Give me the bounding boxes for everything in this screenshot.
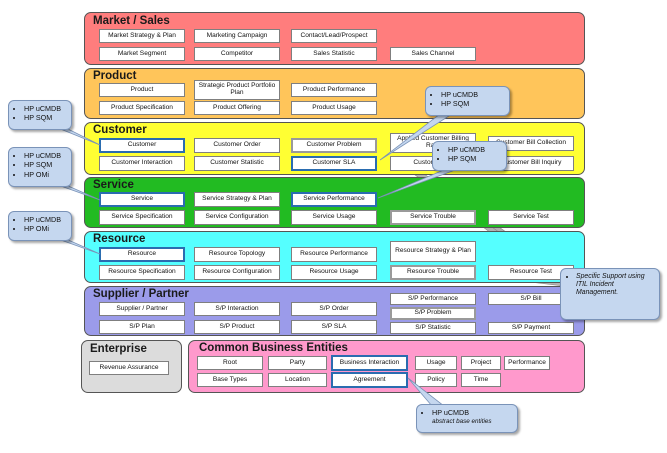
entity-box[interactable]: Product Usage <box>291 101 377 115</box>
entity-box[interactable]: S/P SLA <box>291 320 377 334</box>
callout-item: HP OMi <box>24 170 66 179</box>
domain-supplier-partner: Supplier / Partner Supplier / Partner S/… <box>84 286 585 336</box>
callout-service-tools: HP uCMDB HP SQM HP OMi <box>8 147 72 187</box>
domain-product: Product Product Strategic Product Portfo… <box>84 68 585 119</box>
callout-item: HP uCMDB <box>24 104 66 113</box>
entity-box[interactable]: Product Offering <box>194 101 280 115</box>
entity-box[interactable]: S/P Interaction <box>194 302 280 316</box>
callout-item: HP uCMDB abstract base entities <box>432 408 512 426</box>
entity-box-highlighted[interactable]: Service Performance <box>291 192 377 207</box>
entity-box[interactable]: S/P Statistic <box>390 322 476 334</box>
callout-specific-support: Specific Support using ITIL Incident Man… <box>560 268 660 320</box>
entity-box[interactable]: Usage <box>415 356 457 370</box>
entity-box[interactable]: Revenue Assurance <box>89 361 169 375</box>
entity-box-highlighted[interactable]: Customer SLA <box>291 156 377 171</box>
domain-enterprise: Enterprise Revenue Assurance <box>81 340 182 393</box>
entity-box-incident[interactable]: Service Trouble <box>390 210 476 225</box>
domain-resource: Resource Resource Resource Topology Reso… <box>84 231 585 283</box>
entity-box[interactable]: Service Specification <box>99 210 185 225</box>
entity-box-incident[interactable]: Customer Problem <box>291 138 377 153</box>
entity-box-highlighted[interactable]: Customer <box>99 138 185 153</box>
entity-box[interactable]: Competitor <box>194 47 280 61</box>
entity-box[interactable]: Product Performance <box>291 83 377 97</box>
entity-box[interactable]: Resource Topology <box>194 247 280 262</box>
callout-item: Specific Support using ITIL Incident Man… <box>576 273 654 297</box>
entity-box[interactable]: Location <box>268 373 327 387</box>
entity-box[interactable]: Customer Bill Inquiry <box>488 156 574 171</box>
callout-item: HP uCMDB <box>24 151 66 160</box>
entity-box[interactable]: Base Types <box>197 373 263 387</box>
callout-cbe-tools: HP uCMDB abstract base entities <box>416 404 518 433</box>
entity-box[interactable]: Sales Channel <box>390 47 476 61</box>
entity-box[interactable]: S/P Payment <box>488 322 574 334</box>
entity-box[interactable]: Project <box>461 356 501 370</box>
callout-item-subtitle: abstract base entities <box>432 418 492 426</box>
entity-box[interactable]: Product <box>99 83 185 97</box>
entity-box[interactable]: Resource Configuration <box>194 265 280 280</box>
entity-box[interactable]: Resource Strategy & Plan <box>390 241 476 262</box>
entity-box[interactable]: Resource Specification <box>99 265 185 280</box>
callout-item: HP OMi <box>24 224 66 233</box>
callout-item: HP uCMDB <box>24 215 66 224</box>
entity-box[interactable]: Root <box>197 356 263 370</box>
entity-box-highlighted[interactable]: Resource <box>99 247 185 262</box>
domain-title: Enterprise <box>90 343 147 355</box>
entity-box[interactable]: Service Usage <box>291 210 377 225</box>
entity-box[interactable]: Customer Order <box>194 138 280 153</box>
entity-box[interactable]: Time <box>461 373 501 387</box>
entity-box-incident[interactable]: Resource Trouble <box>390 265 476 280</box>
entity-box-highlighted[interactable]: Agreement <box>331 372 408 388</box>
entity-box[interactable]: Resource Performance <box>291 247 377 262</box>
entity-box[interactable]: Customer Statistic <box>194 156 280 171</box>
entity-box-incident[interactable]: S/P Problem <box>390 307 476 320</box>
callout-item: HP SQM <box>448 154 501 163</box>
domain-title: Service <box>93 179 134 191</box>
callout-customer-tools: HP uCMDB HP SQM <box>8 100 72 130</box>
callout-item: HP SQM <box>24 113 66 122</box>
entity-box[interactable]: S/P Plan <box>99 320 185 334</box>
entity-box[interactable]: Market Segment <box>99 47 185 61</box>
entity-box[interactable]: Contact/Lead/Prospect <box>291 29 377 43</box>
entity-box[interactable]: Customer Interaction <box>99 156 185 171</box>
entity-box[interactable]: Resource Usage <box>291 265 377 280</box>
callout-item: HP uCMDB <box>448 145 501 154</box>
callout-customer-bill-tools: HP uCMDB HP SQM <box>432 141 507 171</box>
entity-box[interactable]: Supplier / Partner <box>99 302 185 316</box>
callout-resource-tools: HP uCMDB HP OMi <box>8 211 72 241</box>
entity-box[interactable]: Resource Test <box>488 265 574 280</box>
entity-box[interactable]: Product Specification <box>99 101 185 115</box>
callout-item: HP SQM <box>441 99 504 108</box>
domain-common-business-entities: Common Business Entities Root Party Busi… <box>188 340 585 393</box>
entity-box[interactable]: Party <box>268 356 327 370</box>
domain-title: Customer <box>93 124 147 136</box>
domain-customer: Customer Customer Customer Order Custome… <box>84 122 585 175</box>
entity-box-highlighted[interactable]: Service <box>99 192 185 207</box>
entity-box-highlighted[interactable]: Business Interaction <box>331 355 408 371</box>
entity-box[interactable]: Service Strategy & Plan <box>194 192 280 207</box>
entity-box[interactable]: Marketing Campaign <box>194 29 280 43</box>
entity-box[interactable]: Service Test <box>488 210 574 225</box>
entity-box[interactable]: Policy <box>415 373 457 387</box>
entity-box[interactable]: S/P Product <box>194 320 280 334</box>
entity-box[interactable]: Performance <box>504 356 550 370</box>
domain-title: Common Business Entities <box>199 342 348 354</box>
entity-box[interactable]: Market Strategy & Plan <box>99 29 185 43</box>
entity-box[interactable]: Service Configuration <box>194 210 280 225</box>
entity-box[interactable]: S/P Order <box>291 302 377 316</box>
callout-item-title: HP uCMDB <box>432 408 470 417</box>
callout-product-area-tools: HP uCMDB HP SQM <box>425 86 510 116</box>
domain-title: Resource <box>93 233 146 245</box>
domain-market-sales: Market / Sales Market Strategy & Plan Ma… <box>84 12 585 65</box>
entity-box[interactable]: S/P Performance <box>390 293 476 305</box>
callout-item: HP uCMDB <box>441 90 504 99</box>
domain-service: Service Service Service Strategy & Plan … <box>84 177 585 228</box>
domain-title: Market / Sales <box>93 15 170 27</box>
entity-box[interactable]: Strategic Product Portfolio Plan <box>194 80 280 100</box>
domain-title: Supplier / Partner <box>93 288 189 300</box>
domain-title: Product <box>93 70 137 82</box>
entity-box[interactable]: Sales Statistic <box>291 47 377 61</box>
callout-item: HP SQM <box>24 160 66 169</box>
